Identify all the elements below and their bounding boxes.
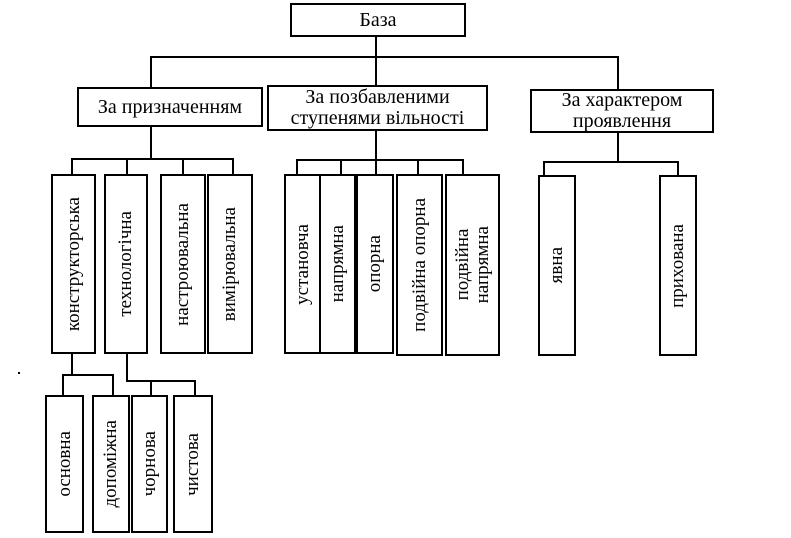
group-manifestation-label-line1: За характером: [561, 89, 683, 111]
leaf-guiding-box: напрямна: [319, 174, 356, 354]
connector: [71, 158, 73, 175]
connector: [126, 353, 128, 381]
leaf-measuring-label: вимірювальна: [219, 206, 241, 322]
leaf-double-support-label: подвійна опорна: [408, 198, 430, 332]
stray-dot: [18, 372, 20, 374]
connector: [462, 159, 464, 176]
connector: [677, 161, 679, 176]
leaf-technological-box: технологічна: [104, 174, 148, 354]
connector: [375, 159, 377, 176]
connector: [194, 380, 196, 396]
leaf-guiding-label: напрямна: [326, 225, 348, 303]
group-freedom-label-line1: За позбавленими: [305, 86, 450, 108]
connector: [71, 352, 73, 375]
leaf-auxiliary-label: допоміжна: [100, 420, 122, 508]
leaf-design-label: конструкторська: [62, 196, 84, 332]
group-manifestation-label-line2: проявлення: [572, 110, 672, 132]
connector: [375, 56, 377, 86]
group-purpose-label: За призначенням: [97, 95, 243, 118]
leaf-hidden-box: прихована: [659, 175, 697, 356]
leaf-finishing-box: чистова: [173, 395, 213, 533]
leaf-measuring-box: вимірювальна: [207, 174, 253, 354]
connector: [375, 36, 377, 57]
connector: [150, 56, 618, 58]
leaf-support-label: опорна: [364, 235, 386, 293]
connector: [375, 130, 377, 160]
connector: [62, 374, 114, 376]
connector: [182, 158, 184, 175]
leaf-double-support-box: подвійна опорна: [396, 174, 443, 356]
connector: [150, 380, 152, 396]
connector: [71, 158, 234, 160]
connector: [296, 159, 298, 176]
leaf-main-box: основна: [45, 395, 84, 533]
connector: [112, 374, 114, 396]
leaf-setup-label: настроювальна: [172, 202, 194, 326]
leaf-support-box: опорна: [356, 174, 394, 354]
leaf-hidden-label: прихована: [667, 223, 689, 308]
leaf-rough-label: чорнова: [138, 431, 160, 497]
leaf-explicit-box: явна: [538, 175, 576, 356]
group-manifestation-box: За характером проявлення: [530, 89, 714, 133]
leaf-main-label: основна: [53, 431, 75, 497]
leaf-finishing-label: чистова: [182, 432, 204, 496]
connector: [543, 161, 679, 163]
group-freedom-label-line2: ступенями вільності: [290, 107, 465, 129]
root-label: База: [359, 8, 397, 31]
leaf-setup-box: настроювальна: [160, 174, 206, 354]
connector: [296, 159, 464, 161]
leaf-auxiliary-box: допоміжна: [92, 395, 130, 533]
root-box: База: [290, 3, 466, 37]
leaf-installation-label: установча: [291, 223, 313, 305]
connector: [340, 159, 342, 176]
connector: [617, 56, 619, 92]
connector: [150, 126, 152, 159]
group-purpose-box: За призначенням: [77, 87, 263, 127]
leaf-installation-box: установча: [284, 174, 321, 354]
leaf-explicit-label: явна: [546, 247, 568, 284]
connector: [126, 380, 196, 382]
connector: [543, 161, 545, 176]
connector: [232, 158, 234, 175]
group-freedom-box: За позбавленими ступенями вільності: [267, 85, 488, 131]
leaf-technological-label: технологічна: [115, 211, 137, 317]
connector: [417, 159, 419, 176]
leaf-rough-box: чорнова: [131, 395, 168, 533]
connector: [150, 56, 152, 88]
connector: [62, 374, 64, 396]
leaf-double-guiding-label: подвійна напрямна: [451, 226, 493, 304]
connector: [126, 158, 128, 175]
connector: [617, 132, 619, 162]
leaf-double-guiding-box: подвійна напрямна: [445, 174, 500, 356]
leaf-design-box: конструкторська: [51, 174, 96, 354]
